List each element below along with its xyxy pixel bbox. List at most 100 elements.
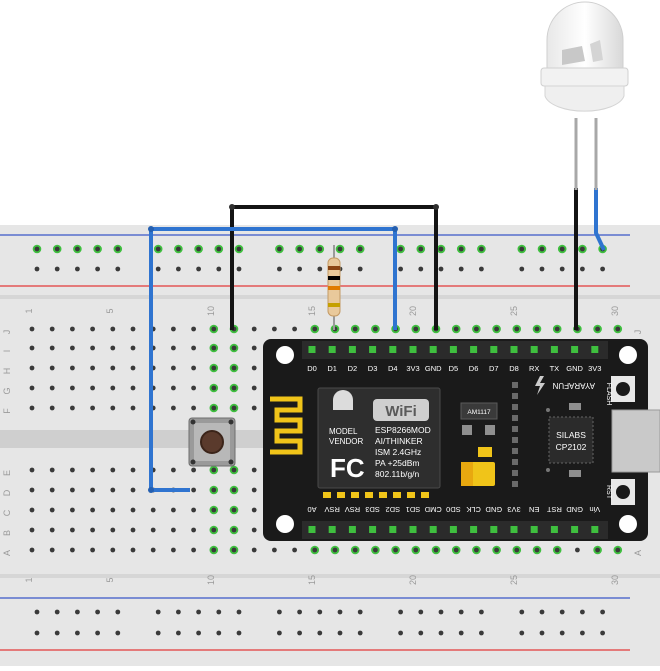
header-pin [348, 526, 356, 533]
breadboard-hole [474, 326, 479, 332]
breadboard-hole [29, 345, 35, 351]
rail-hole [34, 609, 40, 615]
pin-label: SD3 [365, 505, 380, 514]
breadboard-hole [191, 405, 197, 411]
rail-hole [216, 630, 222, 636]
led-post [590, 40, 603, 62]
shield-model-label: MODEL [329, 427, 358, 436]
breadboard-hole [211, 547, 217, 553]
switch-pin [190, 419, 196, 425]
breadboard-hole [130, 547, 136, 553]
rail-hole [317, 246, 323, 252]
rail-hole [458, 246, 464, 252]
column-number: 15 [307, 306, 317, 316]
breadboard-hole [251, 467, 257, 473]
rail-hole [539, 266, 545, 272]
breadboard-hole [110, 385, 116, 391]
header-pin [490, 526, 498, 533]
led-flange [540, 67, 629, 87]
breadboard-hole [393, 547, 398, 553]
rail-hole [479, 266, 484, 272]
rail-hole [236, 266, 242, 272]
row-letter: A [2, 550, 12, 556]
rail-hole [337, 609, 343, 615]
push-button [188, 417, 236, 467]
breadboard-hole [272, 547, 277, 553]
column-number: 5 [105, 577, 115, 582]
rail-hole [600, 609, 605, 615]
resistor-band [328, 286, 340, 290]
breadboard-hole [211, 405, 217, 411]
rail-hole [236, 609, 242, 615]
rail-hole [236, 630, 242, 636]
smd-pad [512, 404, 518, 410]
mount-hole [619, 515, 637, 533]
rail-hole [155, 246, 161, 252]
mount-hole [276, 346, 294, 364]
breadboard-hole [615, 326, 621, 332]
breadboard-hole [171, 345, 176, 351]
column-number: 20 [408, 575, 418, 585]
rail-hole [176, 266, 181, 272]
smd-component [569, 470, 581, 477]
rail-hole [176, 630, 181, 636]
breadboard-hole [534, 326, 540, 332]
pin-label: D0 [307, 364, 317, 373]
breadboard-hole [171, 527, 176, 533]
breadboard-hole [29, 487, 35, 493]
column-number: 1 [24, 577, 34, 582]
rail-hole [155, 266, 161, 272]
header-pin [530, 526, 538, 533]
mount-hole [276, 515, 294, 533]
reset-button-cap [616, 485, 630, 499]
breadboard-hole [90, 385, 95, 391]
breadboard-hole [110, 326, 116, 332]
pin-label: D6 [469, 364, 479, 373]
row-letter: G [2, 387, 12, 394]
breadboard-hole [191, 487, 197, 493]
rail-hole [580, 630, 585, 636]
smd-component [569, 403, 581, 410]
rail-hole [297, 266, 302, 272]
brand-label: AYARAFUN [552, 381, 595, 390]
pin-label: RST [546, 505, 561, 514]
breadboard-hole [29, 467, 35, 473]
wire-bend [229, 204, 235, 210]
smd-component [462, 425, 472, 435]
pin-label: GND [566, 364, 583, 373]
header-pin [470, 526, 478, 533]
breadboard-hole [110, 405, 116, 411]
smd-pad [512, 415, 518, 421]
rail-hole [317, 266, 323, 272]
resistor-band [328, 266, 340, 270]
smd-pad [512, 393, 518, 399]
rail-hole [95, 609, 100, 615]
wifi-waves-icon [333, 390, 353, 410]
rail-hole [216, 246, 222, 252]
header-pin [389, 526, 397, 533]
header-pin [530, 346, 538, 353]
rail-hole [34, 266, 40, 272]
breadboard-hole [29, 405, 35, 411]
shield-line: ISM 2.4GHz [375, 447, 421, 457]
header-pin [550, 346, 558, 353]
pin-label: GND [566, 505, 583, 514]
rail-hole [75, 266, 80, 272]
reset-button-label: RST [605, 485, 612, 500]
breadboard-hole [514, 326, 520, 332]
breadboard-hole [231, 487, 237, 493]
pin-label: EN [529, 505, 539, 514]
breadboard-hole [373, 326, 378, 332]
capacitor-band [461, 462, 473, 486]
rail-hole [357, 630, 363, 636]
breadboard-hole [231, 365, 237, 371]
column-number: 15 [307, 575, 317, 585]
breadboard-hole [49, 405, 55, 411]
rail-hole [600, 266, 605, 272]
smd-component [485, 425, 495, 435]
breadboard-hole [130, 527, 136, 533]
rail-hole [418, 266, 424, 272]
rail-hole [337, 246, 343, 252]
breadboard-hole [171, 365, 176, 371]
breadboard-hole [615, 547, 621, 553]
